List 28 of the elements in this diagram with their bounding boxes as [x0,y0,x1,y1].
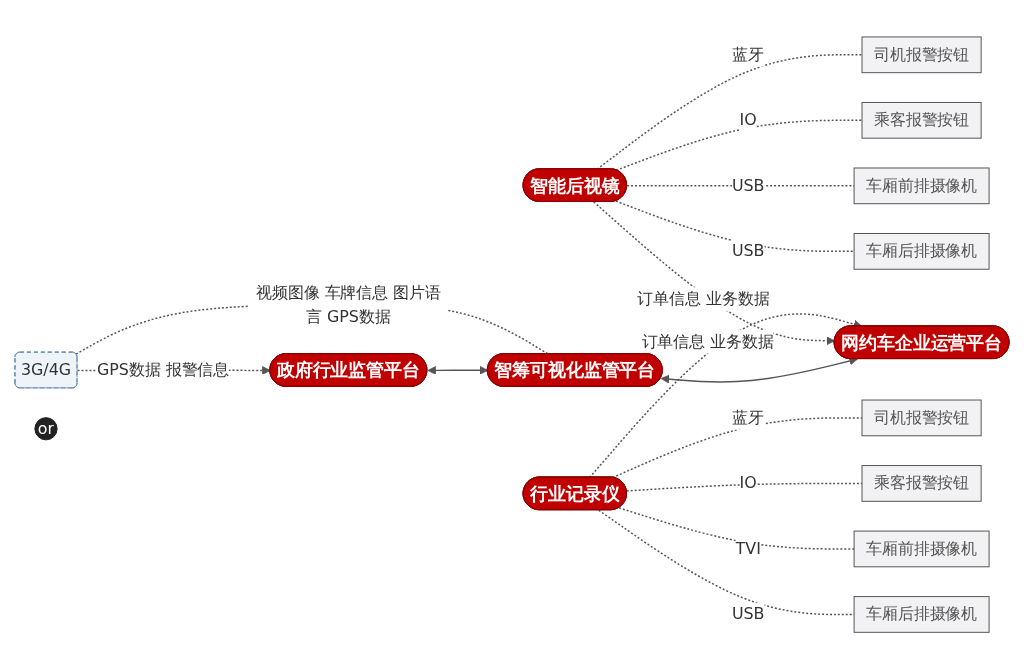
arrow [593,201,836,346]
arrow [427,366,489,376]
edge-label: 订单信息 业务数据 [637,289,770,309]
connector [598,509,855,616]
edge-label: 蓝牙 [732,45,765,65]
connector [618,507,855,551]
connector [615,119,863,172]
edge-label: 订单信息 业务数据 [641,332,774,352]
node-box: 司机报警按钮 [861,399,982,437]
node-box: 司机报警按钮 [861,36,982,74]
edge-label: TVI [735,539,761,559]
arrow [660,357,858,384]
edge-label: USB [731,176,765,196]
edge-label: USB [731,604,765,624]
edge-label: USB [731,241,765,261]
edge-label: IO [739,110,757,130]
edge-label: 视频图像 车牌信息 图片语言 GPS数据 [255,283,441,327]
edge-label: IO [739,473,757,493]
node-box: 乘客报警按钮 [861,465,982,503]
node-box: 车厢前排摄像机 [853,167,990,205]
edge-label: 蓝牙 [732,408,765,428]
node-box: 车厢前排摄像机 [853,530,990,568]
node-box: 车厢后排摄像机 [853,596,990,634]
node-box: 车厢后排摄像机 [853,233,990,271]
edge-label: GPS数据 报警信息 [96,360,230,380]
node-circle: or [34,417,58,441]
node-box: 乘客报警按钮 [861,102,982,140]
connector [615,200,855,253]
